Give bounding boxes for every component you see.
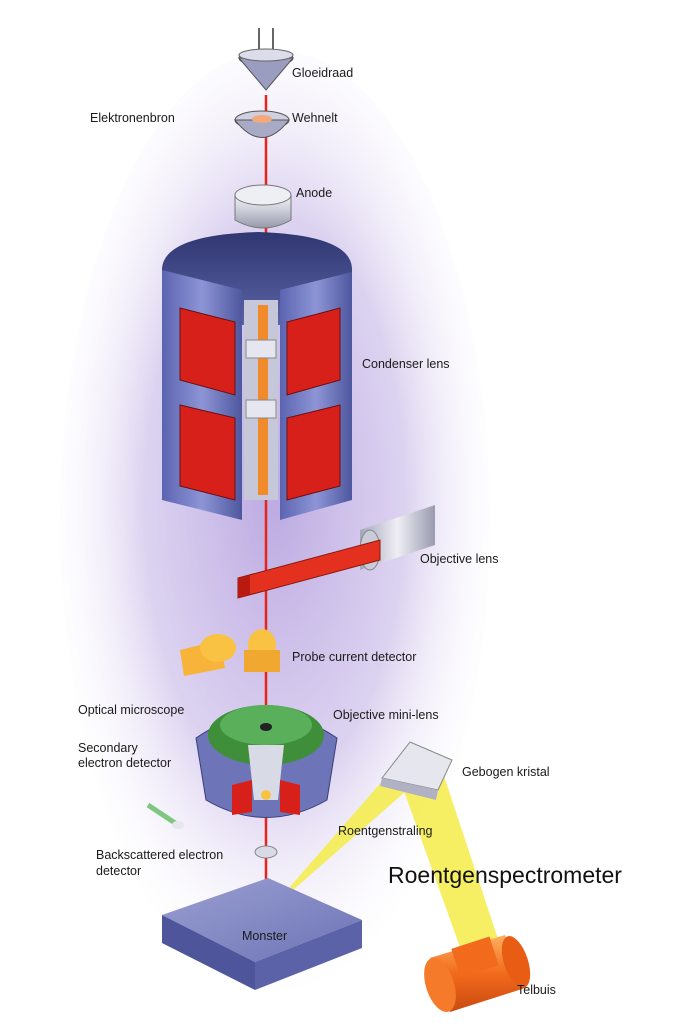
condenser-lens-column: [162, 232, 352, 520]
title-roentgenspectrometer: Roentgenspectrometer: [388, 862, 622, 889]
anode-disc: [235, 185, 291, 228]
label-gloeidraad: Gloeidraad: [292, 66, 353, 81]
label-backscattered-2: detector: [96, 864, 141, 879]
label-objective-mini-lens: Objective mini-lens: [333, 708, 439, 723]
backscattered-detector-disc: [255, 846, 277, 858]
label-optical-microscope: Optical microscope: [78, 703, 184, 718]
objective-mini-lens: [196, 705, 337, 818]
label-monster: Monster: [242, 929, 287, 944]
label-secondary-electron-detector-2: electron detector: [78, 756, 171, 771]
label-secondary-electron-detector-1: Secondary: [78, 741, 138, 756]
label-condenser-lens: Condenser lens: [362, 357, 450, 372]
label-elektronenbron: Elektronenbron: [90, 111, 175, 126]
label-objective-lens: Objective lens: [420, 552, 499, 567]
label-wehnelt: Wehnelt: [292, 111, 338, 126]
counter-tube: [418, 933, 536, 1016]
label-anode: Anode: [296, 186, 332, 201]
label-gebogen-kristal: Gebogen kristal: [462, 765, 550, 780]
label-backscattered-1: Backscattered electron: [96, 848, 223, 863]
label-roentgenstraling: Roentgenstraling: [338, 824, 433, 839]
label-probe-current-detector: Probe current detector: [292, 650, 416, 665]
label-telbuis: Telbuis: [517, 983, 556, 998]
